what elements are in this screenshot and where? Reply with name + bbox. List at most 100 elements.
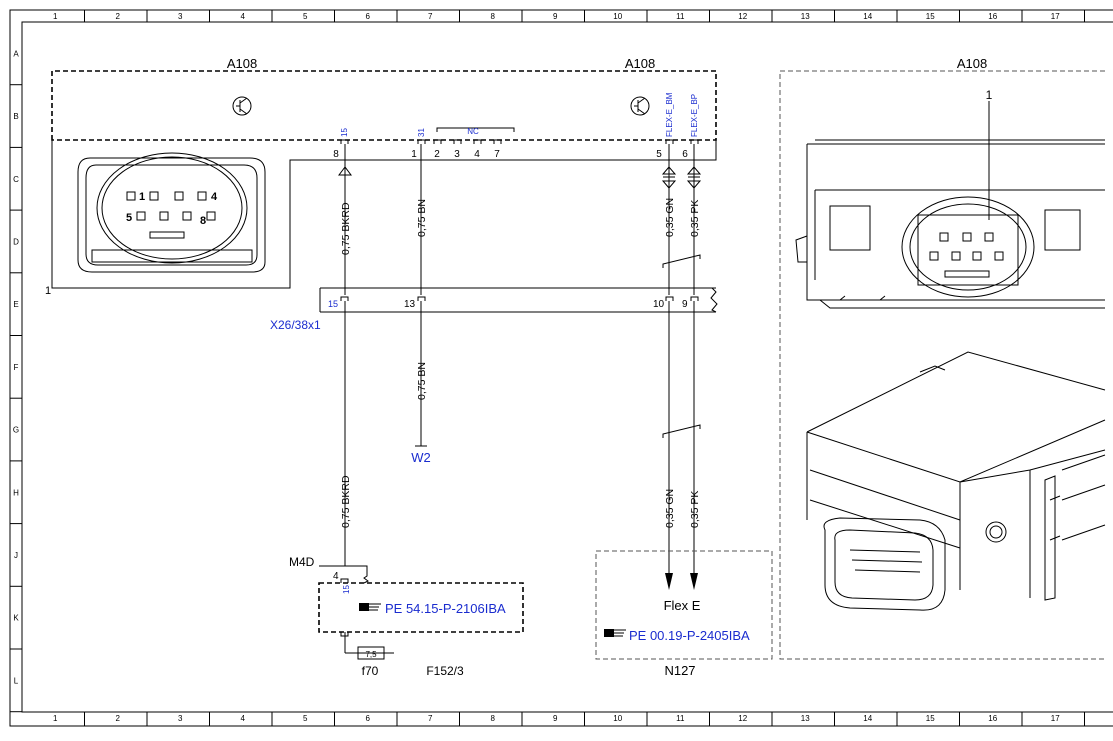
grid-row-label: B — [13, 112, 18, 121]
grid-col-label: 6 — [366, 714, 371, 723]
grid-col-label: 2 — [116, 714, 121, 723]
pin-4: 4 — [474, 149, 480, 160]
grid-col-label: 3 — [178, 12, 183, 21]
grid-col-label: 3 — [178, 714, 183, 723]
signal-flex-e-bp: FLEX-E_BP — [690, 94, 699, 137]
wire-label-bn-lower: 0,75 BN — [416, 362, 428, 400]
grid-col-label: 4 — [241, 12, 246, 21]
x26-connector-label: X26/38x1 — [270, 318, 321, 332]
x26-pin-9: 9 — [682, 299, 688, 310]
grid-col-label: 12 — [738, 12, 747, 21]
wire-label-bn-upper: 0,75 BN — [416, 199, 428, 237]
grid-col-label: 10 — [613, 714, 622, 723]
grid-row-label: H — [13, 488, 19, 497]
grid-row-label: K — [13, 614, 19, 623]
grid-col-label: 7 — [428, 12, 433, 21]
a108-label-left: A108 — [227, 56, 257, 71]
grid-col-label: 8 — [491, 12, 496, 21]
x26-pin-13: 13 — [404, 299, 416, 310]
wire-paths — [338, 144, 702, 660]
connector-pin-cavity — [174, 191, 184, 201]
connector-pin-cavity — [182, 211, 192, 221]
grid-col-label: 9 — [553, 12, 558, 21]
grid-col-label: 1 — [53, 714, 58, 723]
pin-2: 2 — [434, 149, 440, 160]
grid-col-label: 11 — [676, 12, 685, 21]
reference-pe-00[interactable]: PE 00.19-P-2405IBA — [629, 628, 750, 643]
grid-row-label: L — [14, 676, 19, 685]
connector-pin-cavity — [126, 191, 136, 201]
grid-col-label: 15 — [926, 12, 935, 21]
wire-label-pk-upper: 0,35 PK — [689, 200, 701, 237]
pin-8: 8 — [333, 149, 339, 160]
wire-label-gn-lower: 0,35 GN — [664, 489, 676, 528]
grid-col-label: 13 — [801, 12, 810, 21]
grid-col-label: 10 — [613, 12, 622, 21]
n127-block — [595, 550, 773, 660]
grid-col-label: 4 — [241, 714, 246, 723]
pin-1: 1 — [411, 149, 417, 160]
nc-label: NC — [467, 127, 479, 136]
photo-callout-label: 1 — [986, 88, 993, 102]
grid-col-label: 16 — [988, 12, 997, 21]
grid-col-label: 1 — [53, 12, 58, 21]
transistor-icon — [630, 96, 650, 116]
face-pin-4: 4 — [211, 191, 218, 203]
connector-callout-label: 1 — [45, 285, 51, 297]
f152-label: F152/3 — [426, 664, 464, 678]
signal-15: 15 — [340, 128, 349, 137]
grid-row-label: C — [13, 175, 19, 184]
f70-label: f70 — [362, 664, 379, 678]
m4d-block — [318, 565, 524, 637]
grid-col-label: 12 — [738, 714, 747, 723]
connector-pin-cavity — [159, 211, 169, 221]
pin-5: 5 — [656, 149, 662, 160]
grid-col-label: 17 — [1051, 12, 1060, 21]
wire-label-pk-lower: 0,35 PK — [689, 491, 701, 528]
m4d-label: M4D — [289, 555, 315, 569]
grid-col-label: 14 — [863, 12, 872, 21]
grid-col-label: 13 — [801, 714, 810, 723]
connector-pin-cavity — [206, 211, 216, 221]
grid-col-label: 8 — [491, 714, 496, 723]
grid-col-label: 6 — [366, 12, 371, 21]
flex-e-label: Flex E — [664, 598, 701, 613]
wire-label-bkrd-upper: 0,75 BKRD — [340, 202, 352, 255]
fuse-value: 7,5 — [365, 650, 377, 659]
face-pin-5: 5 — [126, 212, 132, 224]
grid-row-label: F — [14, 363, 19, 372]
a108-module-boundary — [51, 70, 717, 289]
reference-pe-54[interactable]: PE 54.15-P-2106IBA — [385, 601, 506, 616]
transistor-icon — [232, 96, 252, 116]
connector-face-drawing — [77, 152, 266, 273]
pin-6: 6 — [682, 149, 688, 160]
grid-row-label: E — [13, 300, 18, 309]
x26-pin-15: 15 — [328, 299, 338, 309]
w2-label: W2 — [411, 450, 431, 465]
grid-col-label: 16 — [988, 714, 997, 723]
face-pin-1: 1 — [139, 191, 145, 203]
signal-31: 31 — [417, 128, 426, 137]
grid-col-label: 5 — [303, 12, 308, 21]
x26-connector-bar — [319, 287, 718, 313]
module-pin-markers — [340, 127, 699, 144]
grid-col-label: 5 — [303, 714, 308, 723]
grid-col-label: 14 — [863, 714, 872, 723]
wire-label-bkrd-lower: 0,75 BKRD — [340, 475, 352, 528]
connector-pin-cavity — [197, 191, 207, 201]
grid-col-label: 11 — [676, 714, 685, 723]
face-pin-8: 8 — [200, 215, 206, 227]
a108-label-right: A108 — [957, 56, 987, 71]
connector-pin-cavity — [149, 191, 159, 201]
component-photo-panel — [779, 70, 1106, 660]
grid-row-label: D — [13, 237, 19, 246]
grid-col-label: 2 — [116, 12, 121, 21]
m4d-pin-4: 4 — [333, 571, 339, 582]
connector-pin-cavity — [136, 211, 146, 221]
pointing-hand-icon — [359, 603, 381, 611]
x26-pin-10: 10 — [653, 299, 665, 310]
grid-row-label: A — [13, 49, 19, 58]
grid-col-label: 7 — [428, 714, 433, 723]
